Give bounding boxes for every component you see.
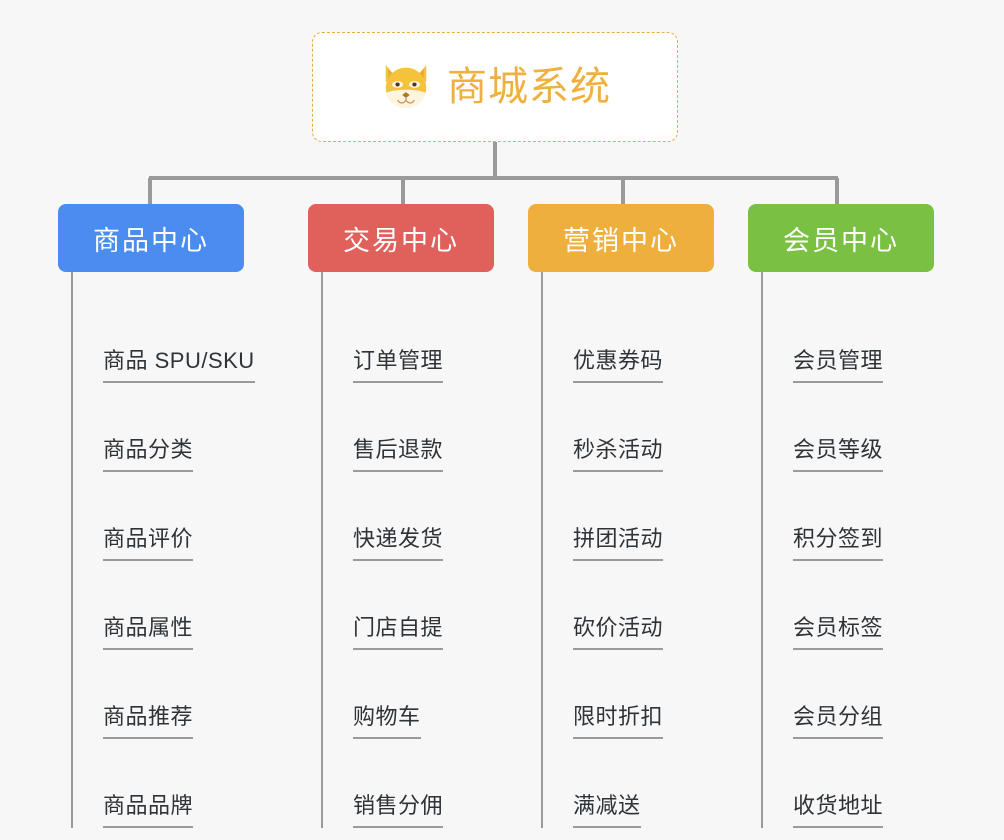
leaf-item[interactable]: 会员分组 [763, 650, 968, 739]
category-column-marketing-center: 营销中心 优惠券码 秒杀活动 拼团活动 砍价活动 限时折扣 [528, 204, 748, 828]
leaf-item[interactable]: 快递发货 [323, 472, 528, 561]
leaf-item-label: 商品分类 [103, 439, 194, 472]
leaf-item[interactable]: 商品评价 [73, 472, 308, 561]
leaf-item-label: 销售分佣 [353, 795, 444, 828]
category-column-member-center: 会员中心 会员管理 会员等级 积分签到 会员标签 会员分组 [748, 204, 968, 828]
leaf-item-label: 商品评价 [103, 528, 194, 561]
leaf-list-product-center: 商品 SPU/SKU 商品分类 商品评价 商品属性 商品推荐 商品品牌 [71, 272, 308, 828]
leaf-item[interactable]: 商品推荐 [73, 650, 308, 739]
leaf-item[interactable]: 会员标签 [763, 561, 968, 650]
shiba-dog-face-icon [385, 65, 427, 109]
leaf-item[interactable]: 商品属性 [73, 561, 308, 650]
leaf-item-label: 砍价活动 [573, 617, 664, 650]
leaf-item[interactable]: 积分签到 [763, 472, 968, 561]
leaf-item-label: 快递发货 [353, 528, 444, 561]
leaf-item[interactable]: 商品分类 [73, 383, 308, 472]
leaf-item[interactable]: 拼团活动 [543, 472, 748, 561]
leaf-item-label: 商品属性 [103, 617, 194, 650]
leaf-list-member-center: 会员管理 会员等级 积分签到 会员标签 会员分组 收货地址 [761, 272, 968, 828]
category-header-label: 营销中心 [563, 225, 679, 256]
leaf-item-label: 门店自提 [353, 617, 444, 650]
leaf-item[interactable]: 订单管理 [323, 294, 528, 383]
leaf-item-label: 商品品牌 [103, 795, 194, 828]
leaf-list-trade-center: 订单管理 售后退款 快递发货 门店自提 购物车 销售分佣 [321, 272, 528, 828]
leaf-item-label: 收货地址 [793, 795, 884, 828]
leaf-item-label: 会员分组 [793, 706, 884, 739]
leaf-item-label: 优惠券码 [573, 350, 664, 383]
category-header-trade-center[interactable]: 交易中心 [308, 204, 494, 272]
category-header-label: 商品中心 [93, 225, 209, 256]
leaf-item[interactable]: 砍价活动 [543, 561, 748, 650]
leaf-item[interactable]: 限时折扣 [543, 650, 748, 739]
leaf-item-label: 拼团活动 [573, 528, 664, 561]
category-header-marketing-center[interactable]: 营销中心 [528, 204, 714, 272]
category-header-label: 交易中心 [343, 225, 459, 256]
leaf-item-label: 会员标签 [793, 617, 884, 650]
leaf-item-label: 商品 SPU/SKU [103, 350, 255, 383]
leaf-item-label: 秒杀活动 [573, 439, 664, 472]
leaf-item[interactable]: 商品 SPU/SKU [73, 294, 308, 383]
leaf-item[interactable]: 优惠券码 [543, 294, 748, 383]
leaf-item[interactable]: 商品品牌 [73, 739, 308, 828]
category-column-trade-center: 交易中心 订单管理 售后退款 快递发货 门店自提 购物车 [308, 204, 528, 828]
leaf-item[interactable]: 售后退款 [323, 383, 528, 472]
leaf-item[interactable]: 销售分佣 [323, 739, 528, 828]
category-header-product-center[interactable]: 商品中心 [58, 204, 244, 272]
leaf-item-label: 会员等级 [793, 439, 884, 472]
leaf-item[interactable]: 会员管理 [763, 294, 968, 383]
leaf-item[interactable]: 收货地址 [763, 739, 968, 828]
leaf-item[interactable]: 秒杀活动 [543, 383, 748, 472]
root-node-label: 商城系统 [447, 65, 611, 109]
leaf-item[interactable]: 满减送 [543, 739, 748, 828]
category-header-member-center[interactable]: 会员中心 [748, 204, 934, 272]
root-node-shop-system[interactable]: 商城系统 [312, 32, 678, 142]
leaf-item-label: 积分签到 [793, 528, 884, 561]
leaf-item-label: 会员管理 [793, 350, 884, 383]
category-header-label: 会员中心 [783, 225, 899, 256]
leaf-list-marketing-center: 优惠券码 秒杀活动 拼团活动 砍价活动 限时折扣 满减送 [541, 272, 748, 828]
leaf-item-label: 商品推荐 [103, 706, 194, 739]
leaf-item[interactable]: 会员等级 [763, 383, 968, 472]
category-columns: 商品中心 商品 SPU/SKU 商品分类 商品评价 商品属性 商品推荐 [0, 204, 1004, 828]
leaf-item[interactable]: 门店自提 [323, 561, 528, 650]
category-column-product-center: 商品中心 商品 SPU/SKU 商品分类 商品评价 商品属性 商品推荐 [58, 204, 308, 828]
leaf-item-label: 限时折扣 [573, 706, 664, 739]
leaf-item-label: 售后退款 [353, 439, 444, 472]
leaf-item[interactable]: 购物车 [323, 650, 528, 739]
leaf-item-label: 满减送 [573, 795, 641, 828]
leaf-item-label: 购物车 [353, 706, 421, 739]
leaf-item-label: 订单管理 [353, 350, 444, 383]
